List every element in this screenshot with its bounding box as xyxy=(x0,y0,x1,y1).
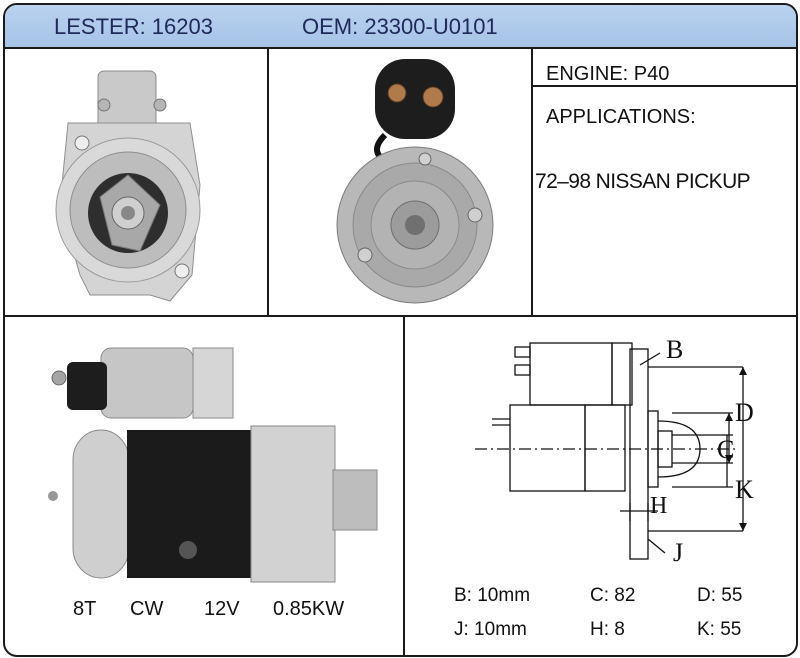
label-d: D xyxy=(735,398,754,427)
dim-j: J: 10mm xyxy=(454,619,527,640)
dimension-diagram xyxy=(475,342,747,560)
dim-h: H: 8 xyxy=(590,619,625,640)
divider xyxy=(403,317,405,655)
lester-number: LESTER: 16203 xyxy=(54,14,213,39)
divider xyxy=(531,49,533,315)
starter-side-view xyxy=(48,347,378,583)
voltage: 12V xyxy=(204,598,240,620)
label-j: J xyxy=(673,538,684,567)
header-bar: LESTER: 16203 OEM: 23300-U0101 xyxy=(5,5,796,49)
label-b: B xyxy=(666,335,684,364)
oem-number: OEM: 23300-U0101 xyxy=(302,14,498,39)
dim-b: B: 10mm xyxy=(454,585,531,606)
dim-d: D: 55 xyxy=(697,585,743,606)
starter-rear-view xyxy=(336,59,494,304)
application-vehicle: 72–98 NISSAN PICKUP xyxy=(535,170,751,193)
engine-label: ENGINE: P40 xyxy=(546,63,670,85)
starter-front-view xyxy=(55,70,201,302)
applications-label: APPLICATIONS: xyxy=(546,106,696,128)
dim-c: C: 82 xyxy=(590,585,636,606)
label-k: K xyxy=(735,475,754,504)
rotation: CW xyxy=(130,598,164,620)
teeth-count: 8T xyxy=(73,598,97,620)
dim-k: K: 55 xyxy=(697,619,742,640)
divider xyxy=(531,85,796,87)
divider xyxy=(5,315,796,317)
power: 0.85KW xyxy=(273,598,345,620)
label-c: C xyxy=(717,435,735,464)
label-h: H xyxy=(650,493,668,519)
product-card: LESTER: 16203 OEM: 23300-U0101 ENGINE: P… xyxy=(3,3,798,657)
divider xyxy=(267,49,269,315)
